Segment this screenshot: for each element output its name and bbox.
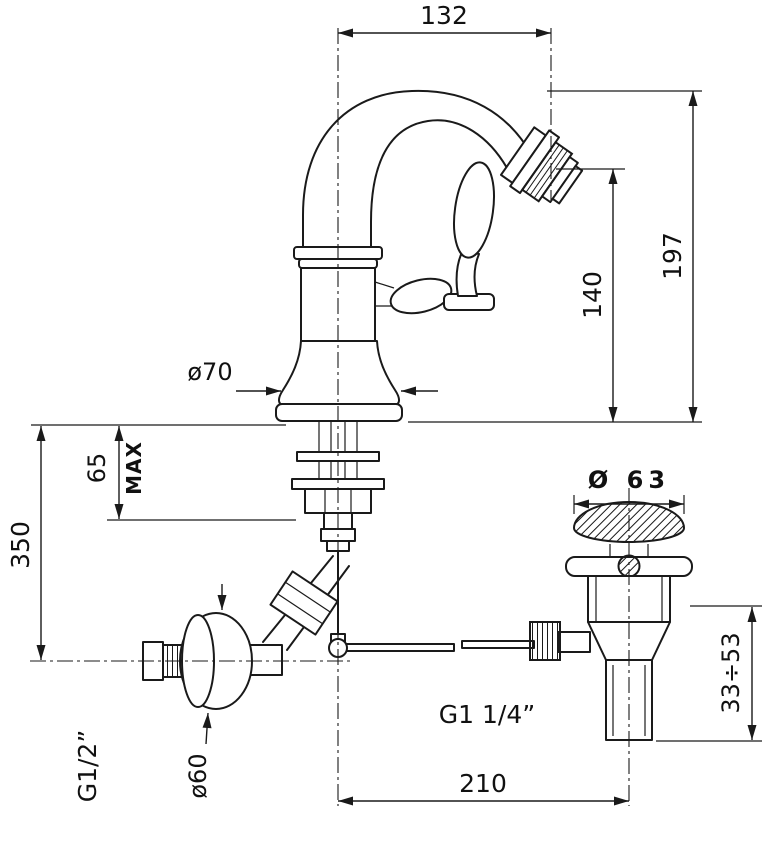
dim-centre-distance-label: 210 [459,769,507,798]
faucet-spout [302,89,531,251]
pop-up-rod-linkage [328,550,535,658]
dimension-wall-flange-diameter: ø60 [184,584,227,799]
dimension-centre-distance: 210 [338,769,629,806]
dim-inlet-thread-label: G1/2” [73,730,102,803]
dimension-waste-flange-diameter: Ø 63 [573,466,685,514]
drain-assembly [529,501,693,741]
dim-wall-flange-diameter-label: ø60 [184,753,212,798]
dim-base-diameter-label: ø70 [187,358,232,386]
supply-connection [237,555,350,676]
dimension-total-height: 197 [408,90,702,423]
drain-rod-inlet [557,631,591,653]
dim-max-deck-label: 65 [83,453,111,484]
dim-spout-height-label: 140 [578,271,607,319]
dim-max-word-label: MAX [122,441,146,495]
centerlines [30,28,630,806]
dimension-waste-adjustment: 33÷53 [656,605,762,742]
dim-inlet-height-label: 350 [6,521,35,569]
spout-aerator [500,126,584,205]
dim-waste-flange-diameter-label: Ø 63 [588,466,670,494]
dim-waste-thread-label: G1 1/4” [439,700,535,729]
dimension-spout-height: 140 [556,168,625,422]
dim-waste-adjustment-label: 33÷53 [717,632,745,713]
dim-spout-reach-label: 132 [420,1,468,30]
faucet-handle [374,161,495,315]
faucet-body [300,267,376,342]
dimension-max-deck: 65 MAX [83,426,296,521]
dim-total-height-label: 197 [658,232,687,280]
faucet [142,89,584,710]
dimension-base-diameter: ø70 [187,358,438,396]
faucet-base [275,340,403,422]
dimension-spout-reach: 132 [338,1,551,38]
dimensions: 132 197 140 ø70 65 MAX [6,1,762,806]
drain-knurled-nut [529,621,561,661]
dimension-inlet-height: 350 [6,424,286,660]
